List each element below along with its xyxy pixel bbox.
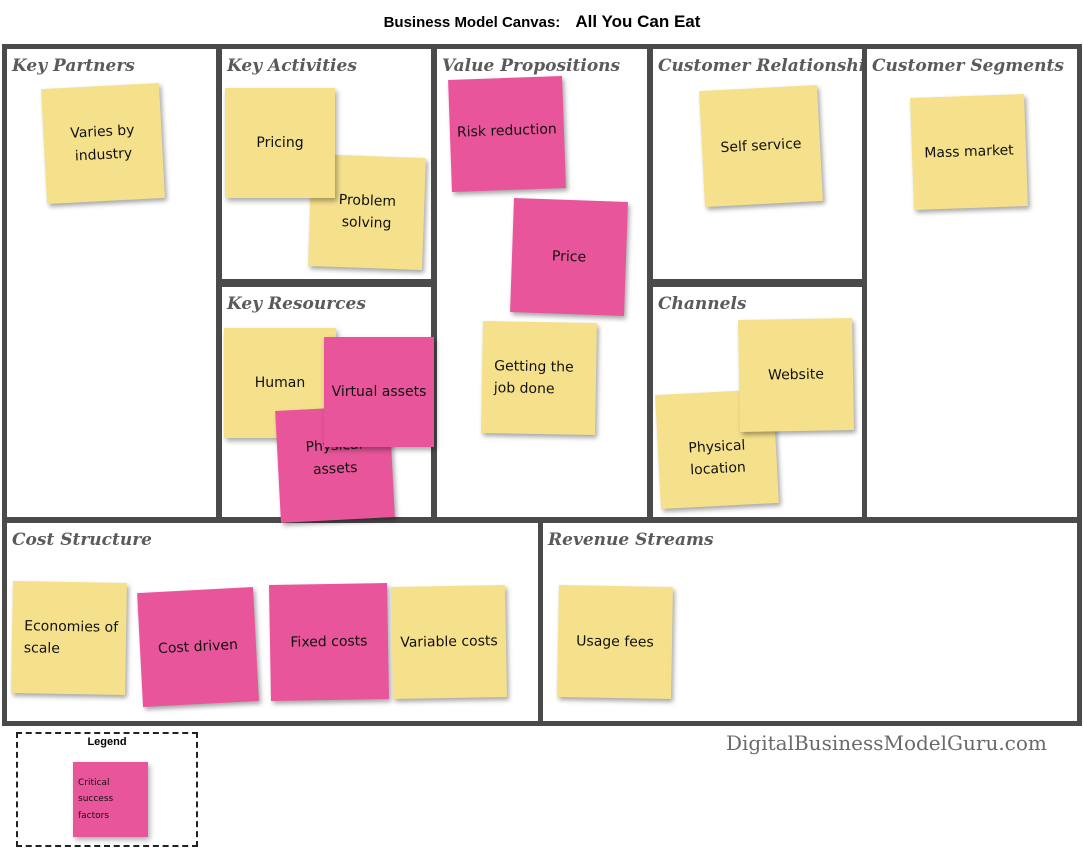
key-resources-title: Key Resources [227,294,366,314]
canvas-title-label: Business Model Canvas: [383,14,561,31]
note-cost-driven: Cost driven [137,587,259,707]
legend: Legend Critical success factors [16,732,198,847]
note-website: Website [738,318,854,432]
note-economies-of-scale: Economies of scale [11,581,127,695]
note-mass-market: Mass market [910,94,1028,210]
note-usage-fees: Usage fees [557,585,673,699]
note-self-service: Self service [699,84,823,208]
revenue-streams-title: Revenue Streams [548,530,714,550]
note-virtual-assets: Virtual assets [324,337,434,447]
note-price: Price [510,198,628,316]
note-getting-the-job-done: Getting the job done [481,321,597,435]
cost-structure-title: Cost Structure [12,530,152,550]
canvas-title-name: All You Can Eat [575,12,701,31]
key-activities-title: Key Activities [227,56,357,76]
channels-title: Channels [658,294,747,314]
note-risk-reduction: Risk reduction [448,76,566,192]
legend-title: Legend [87,736,127,748]
legend-critical-note: Critical success factors [73,762,148,837]
note-variable-costs: Variable costs [391,585,507,699]
note-pricing: Pricing [225,88,335,198]
value-propositions-title: Value Propositions [442,56,621,76]
key-partners-title: Key Partners [12,56,135,76]
customer-relationship-title: Customer Relationship [658,56,878,76]
note-fixed-costs: Fixed costs [268,582,390,702]
watermark-text: DigitalBusinessModelGuru.com [726,731,1047,755]
note-varies-by-industry: Varies by industry [41,82,165,205]
customer-segments-title: Customer Segments [872,56,1064,76]
canvas-title: Business Model Canvas: All You Can Eat [0,12,1084,32]
